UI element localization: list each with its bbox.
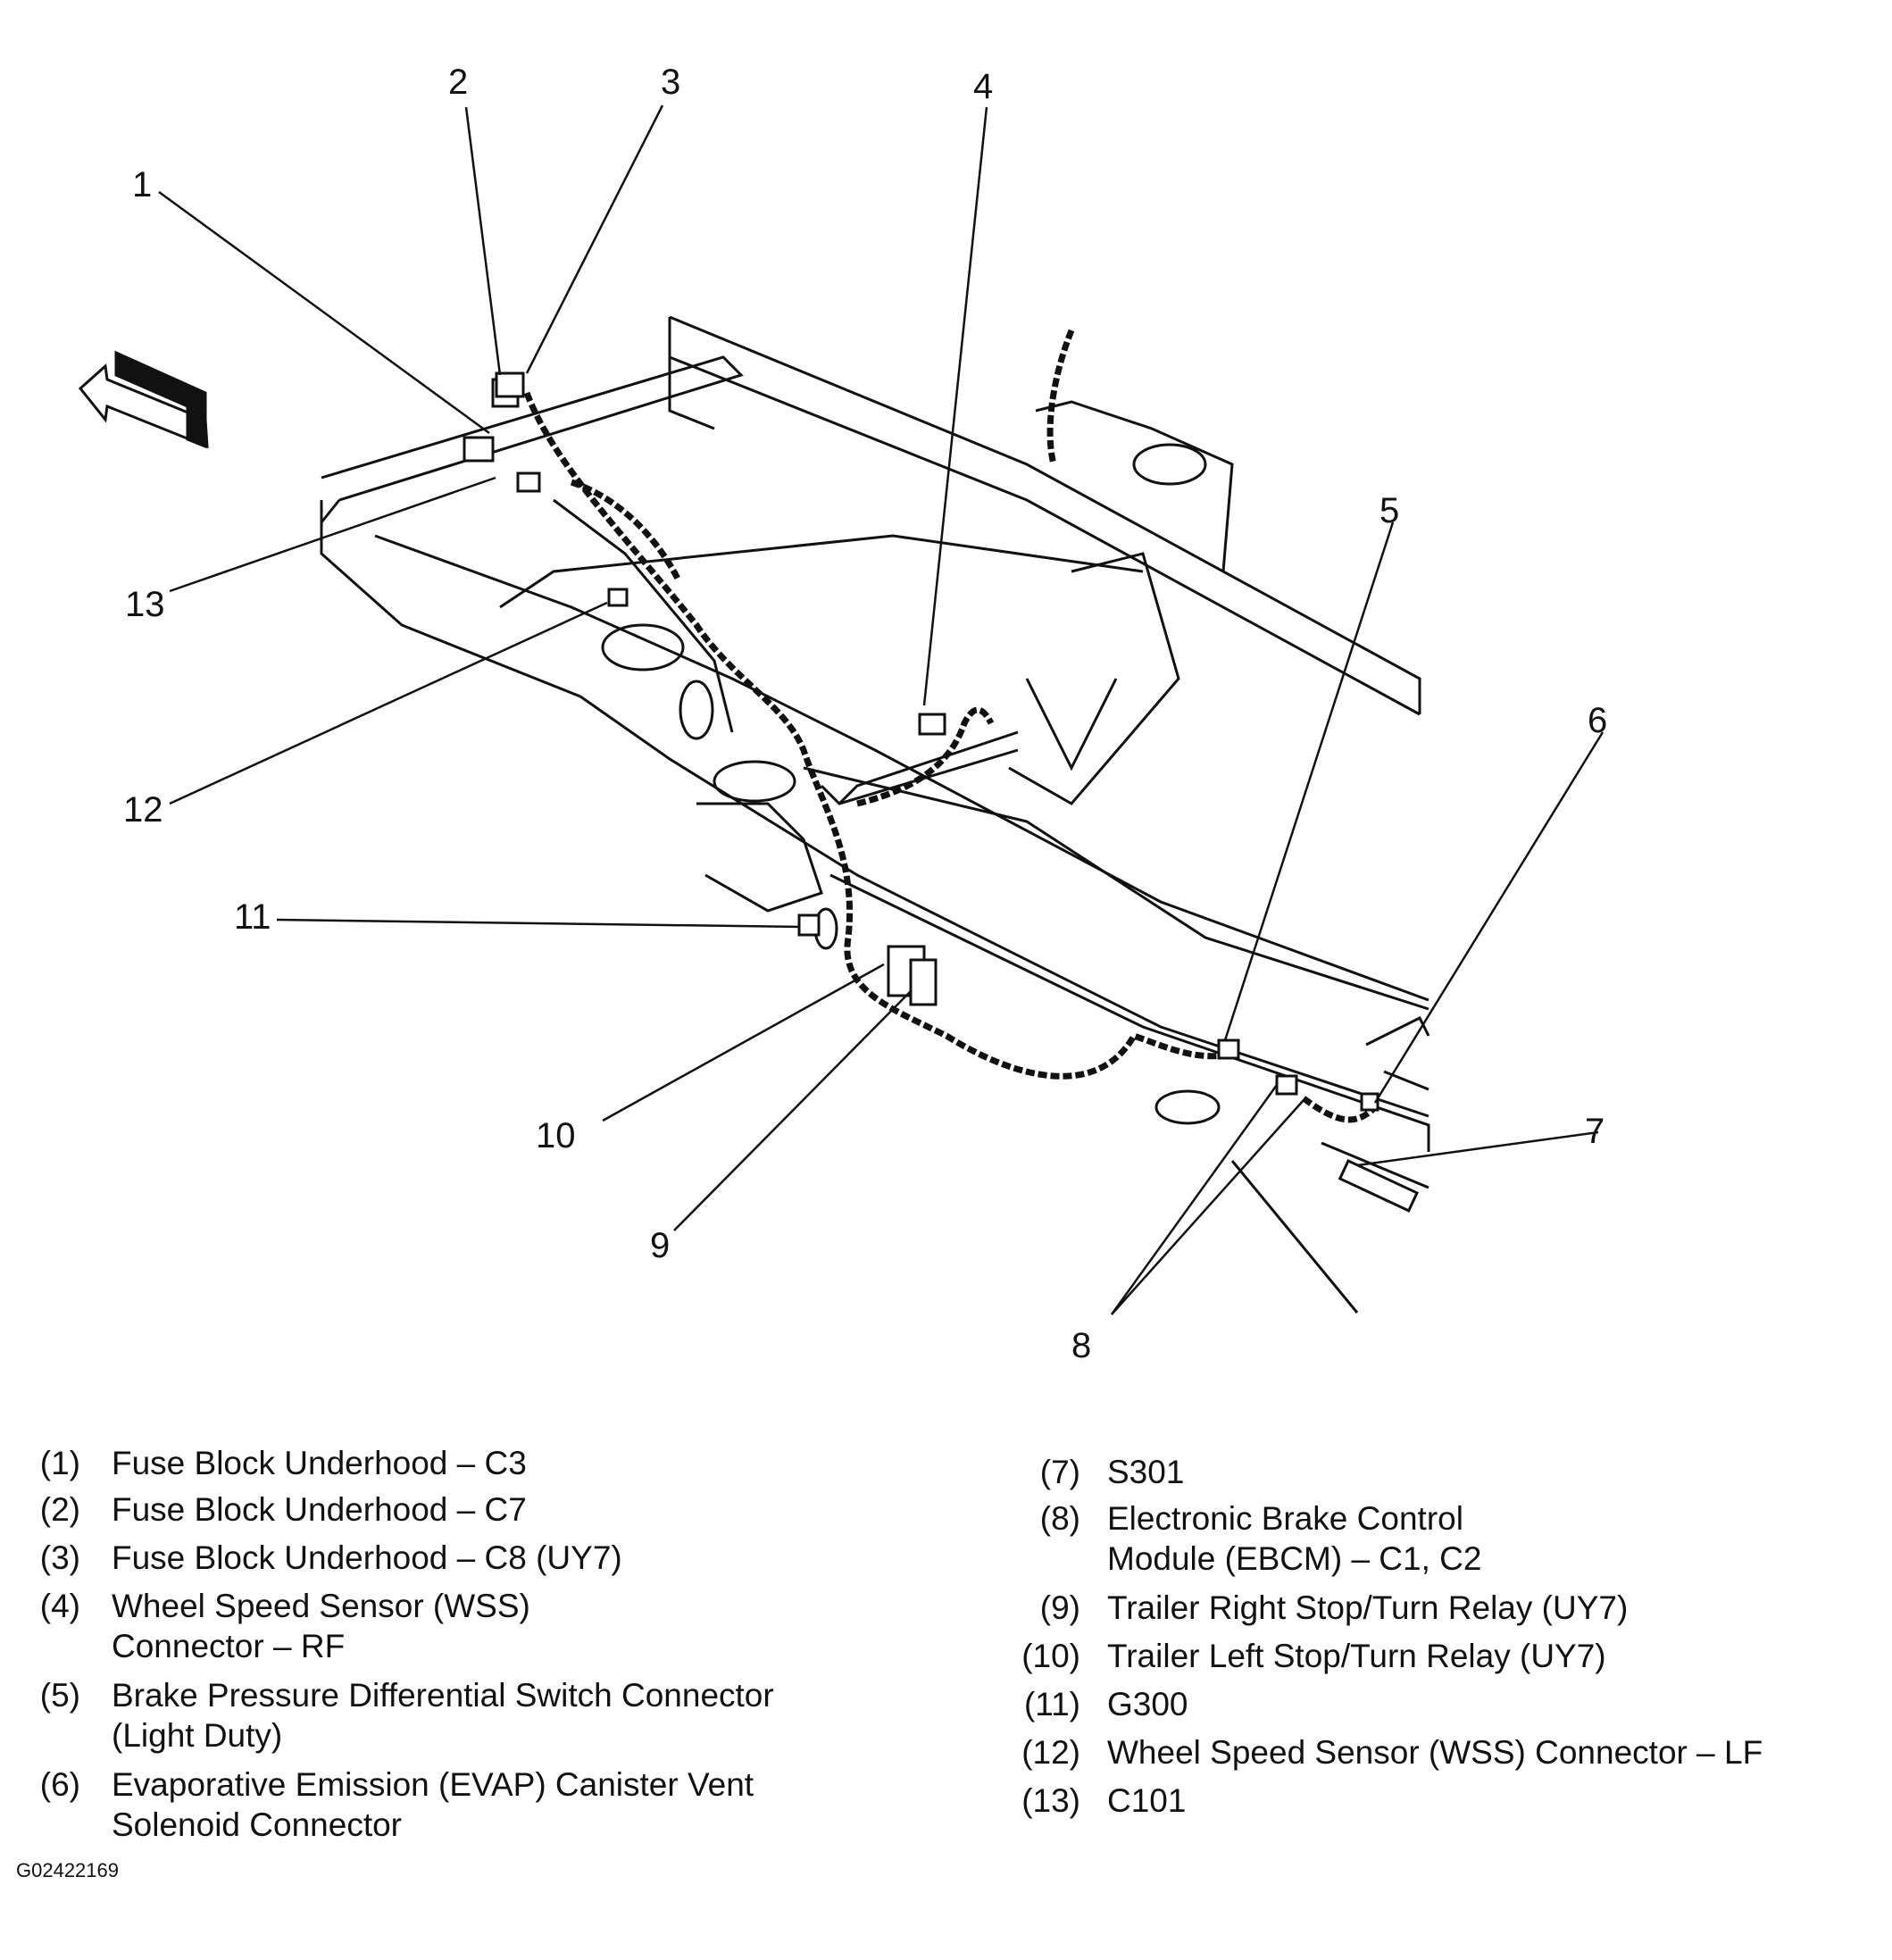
legend-label: Wheel Speed Sensor (WSS) Connector – RF bbox=[112, 1589, 530, 1670]
legend-line: G300 bbox=[1107, 1686, 1188, 1722]
legend-line: Trailer Left Stop/Turn Relay (UY7) bbox=[1107, 1638, 1606, 1674]
legend-number: (11) bbox=[1023, 1686, 1080, 1722]
leader-lines bbox=[158, 104, 1604, 1315]
legend-line: Fuse Block Underhood – C8 (UY7) bbox=[112, 1539, 622, 1576]
wiring-harness bbox=[523, 329, 1378, 1123]
legend-number: (5) bbox=[39, 1677, 80, 1714]
legend-label: Brake Pressure Differential Switch Conne… bbox=[112, 1679, 774, 1759]
callout-1: 1 bbox=[132, 165, 152, 204]
legend-label: Wheel Speed Sensor (WSS) Connector – LF bbox=[1107, 1736, 1763, 1776]
callout-8: 8 bbox=[1071, 1326, 1091, 1365]
legend-label: C101 bbox=[1107, 1784, 1186, 1824]
callout-labels: 1 2 3 4 5 6 7 8 9 10 11 12 13 bbox=[123, 63, 1607, 1365]
legend-label: Electronic Brake Control Module (EBCM) –… bbox=[1107, 1502, 1481, 1582]
frame-wiring-diagram: 1 2 3 4 5 6 7 8 9 10 11 12 13 bbox=[78, 63, 1607, 1365]
legend-number: (8) bbox=[1039, 1500, 1080, 1537]
callout-4: 4 bbox=[973, 67, 993, 106]
legend-line: (Light Duty) bbox=[112, 1717, 283, 1754]
legend-label: S301 bbox=[1107, 1455, 1184, 1496]
callout-12: 12 bbox=[123, 790, 163, 830]
legend-label: Trailer Left Stop/Turn Relay (UY7) bbox=[1107, 1639, 1606, 1680]
legend-number: (1) bbox=[39, 1445, 80, 1481]
legend-line: Wheel Speed Sensor (WSS) Connector – LF bbox=[1107, 1734, 1763, 1771]
callout-10: 10 bbox=[536, 1116, 576, 1155]
callout-7: 7 bbox=[1585, 1112, 1604, 1151]
callout-13: 13 bbox=[125, 585, 165, 624]
legend-line: C101 bbox=[1107, 1782, 1187, 1819]
legend-line: Module (EBCM) – C1, C2 bbox=[1107, 1540, 1482, 1577]
legend-number: (4) bbox=[39, 1588, 80, 1624]
legend-label: G300 bbox=[1107, 1688, 1188, 1728]
legend-line: Evaporative Emission (EVAP) Canister Ven… bbox=[112, 1766, 754, 1803]
legend-number: (12) bbox=[1021, 1734, 1080, 1771]
legend-label: Fuse Block Underhood – C7 bbox=[112, 1493, 527, 1533]
legend-number: (7) bbox=[1039, 1454, 1080, 1490]
legend-line: Fuse Block Underhood – C7 bbox=[112, 1491, 527, 1528]
legend-line: Electronic Brake Control bbox=[1107, 1500, 1463, 1537]
callout-9: 9 bbox=[650, 1226, 670, 1265]
front-direction-arrow-icon bbox=[78, 350, 209, 449]
connectors bbox=[463, 371, 1420, 1213]
legend-line: Brake Pressure Differential Switch Conne… bbox=[112, 1677, 774, 1714]
callout-11: 11 bbox=[234, 897, 271, 937]
callout-3: 3 bbox=[661, 63, 680, 102]
legend-number: (2) bbox=[39, 1491, 80, 1528]
legend-line: Solenoid Connector bbox=[112, 1806, 402, 1843]
legend-number: (6) bbox=[39, 1766, 80, 1803]
callout-5: 5 bbox=[1379, 491, 1399, 530]
figure-code: G02422169 bbox=[16, 1859, 119, 1881]
frame-rails bbox=[320, 315, 1430, 1314]
legend-line: Wheel Speed Sensor (WSS) bbox=[112, 1588, 530, 1624]
legend-number: (13) bbox=[1021, 1782, 1080, 1819]
callout-2: 2 bbox=[448, 63, 468, 102]
callout-6: 6 bbox=[1588, 701, 1607, 740]
legend-label: Trailer Right Stop/Turn Relay (UY7) bbox=[1107, 1591, 1628, 1631]
legend-label: Fuse Block Underhood – C3 bbox=[112, 1447, 527, 1487]
legend-number: (10) bbox=[1021, 1638, 1080, 1674]
legend-line: S301 bbox=[1107, 1454, 1185, 1490]
legend-number: (3) bbox=[39, 1539, 80, 1576]
legend-label: Fuse Block Underhood – C8 (UY7) bbox=[112, 1541, 622, 1581]
legend-label: Evaporative Emission (EVAP) Canister Ven… bbox=[112, 1768, 754, 1848]
legend-line: Trailer Right Stop/Turn Relay (UY7) bbox=[1107, 1589, 1629, 1626]
legend-number: (9) bbox=[1039, 1589, 1080, 1626]
legend-line: Connector – RF bbox=[112, 1628, 346, 1664]
legend-line: Fuse Block Underhood – C3 bbox=[112, 1445, 527, 1481]
